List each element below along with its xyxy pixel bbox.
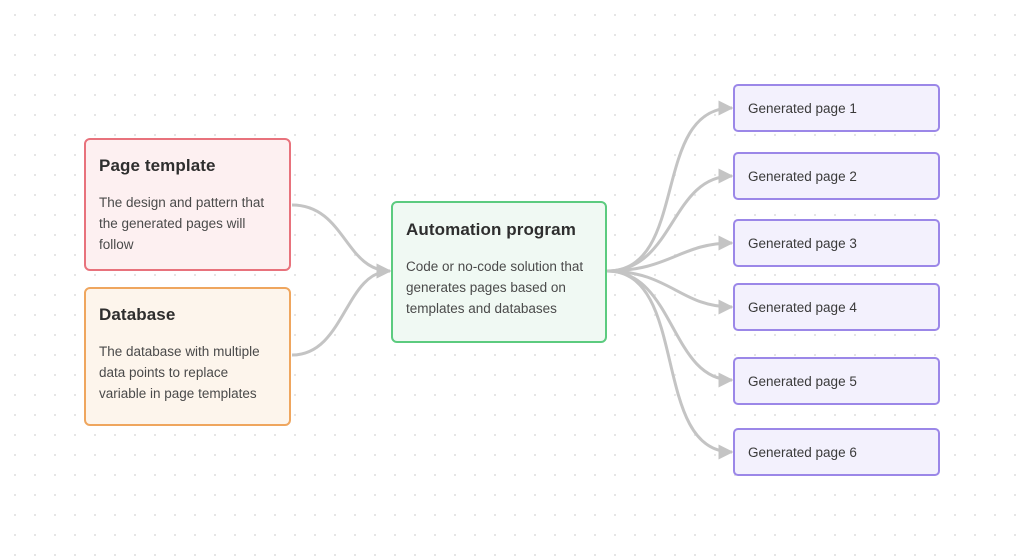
connector-program-to-page-2 [606,168,734,273]
automation-program-description: Code or no-code solution that generates … [406,259,584,316]
connector-template-to-program [291,203,392,279]
page-template-card[interactable]: Page template The design and pattern tha… [84,138,291,271]
generated-page-3-card[interactable]: Generated page 3 [733,219,940,267]
generated-page-2-card[interactable]: Generated page 2 [733,152,940,200]
connector-program-to-page-3 [606,235,734,273]
page-template-title: Page template [99,156,216,175]
connector-program-to-page-6 [606,269,734,460]
generated-page-3-label: Generated page 3 [748,235,857,251]
generated-page-5-card[interactable]: Generated page 5 [733,357,940,405]
connector-program-to-page-4 [606,269,734,315]
generated-page-6-card[interactable]: Generated page 6 [733,428,940,476]
automation-program-title: Automation program [406,220,576,239]
generated-page-4-card[interactable]: Generated page 4 [733,283,940,331]
generated-page-2-label: Generated page 2 [748,168,857,184]
database-description: The database with multiple data points t… [99,344,260,401]
generated-page-1-card[interactable]: Generated page 1 [733,84,940,132]
page-template-description: The design and pattern that the generate… [99,195,265,252]
connector-database-to-program [291,263,392,357]
generated-page-6-label: Generated page 6 [748,444,857,460]
generated-page-1-label: Generated page 1 [748,100,857,116]
generated-page-4-label: Generated page 4 [748,299,857,315]
connector-program-to-page-5 [606,269,734,388]
database-card[interactable]: Database The database with multiple data… [84,287,291,426]
automation-program-card[interactable]: Automation program Code or no-code solut… [391,201,607,343]
database-title: Database [99,305,176,324]
connector-program-to-page-1 [606,100,734,273]
generated-page-5-label: Generated page 5 [748,373,857,389]
